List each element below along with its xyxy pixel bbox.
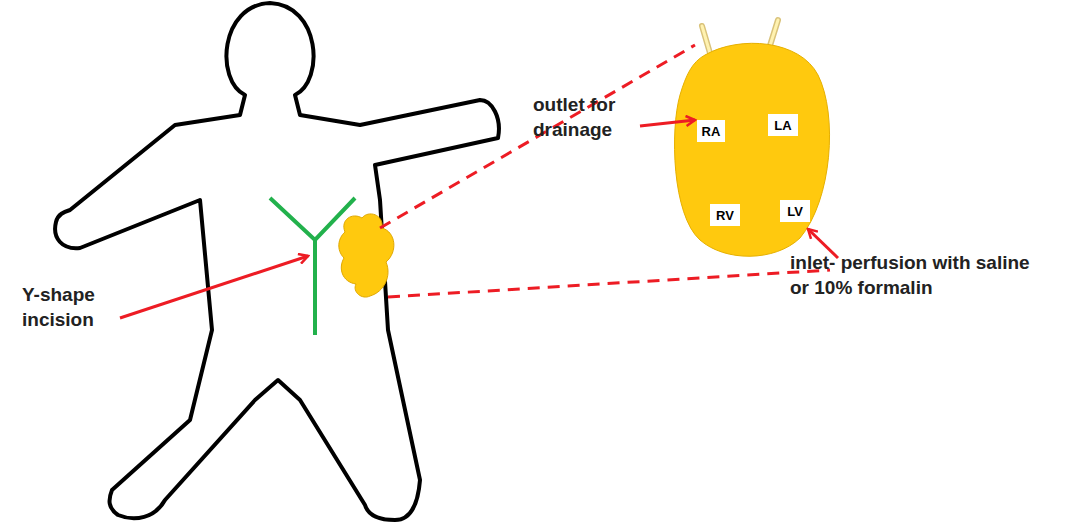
enlarged-heart [675, 43, 830, 256]
annotation-text: inlet- perfusion with saline or 10% form… [790, 250, 1030, 300]
leader-arrow [640, 120, 695, 126]
chamber-label-box: RV [710, 204, 740, 226]
chamber-name: RV [716, 209, 734, 222]
chamber-name: LA [774, 119, 791, 132]
annotation-text: outlet for drainage [533, 92, 645, 142]
chamber-label-box: LA [768, 114, 798, 136]
zoom-line [388, 270, 830, 297]
chamber-name: RA [702, 125, 721, 138]
chamber-name: LV [787, 205, 803, 218]
annotation-text: Y-shape incision [22, 282, 122, 332]
body-outline [55, 3, 499, 520]
chamber-label-box: LV [780, 200, 810, 222]
zoom-line [380, 45, 695, 228]
leader-arrow [120, 256, 308, 318]
chamber-label-box: RA [697, 120, 725, 142]
